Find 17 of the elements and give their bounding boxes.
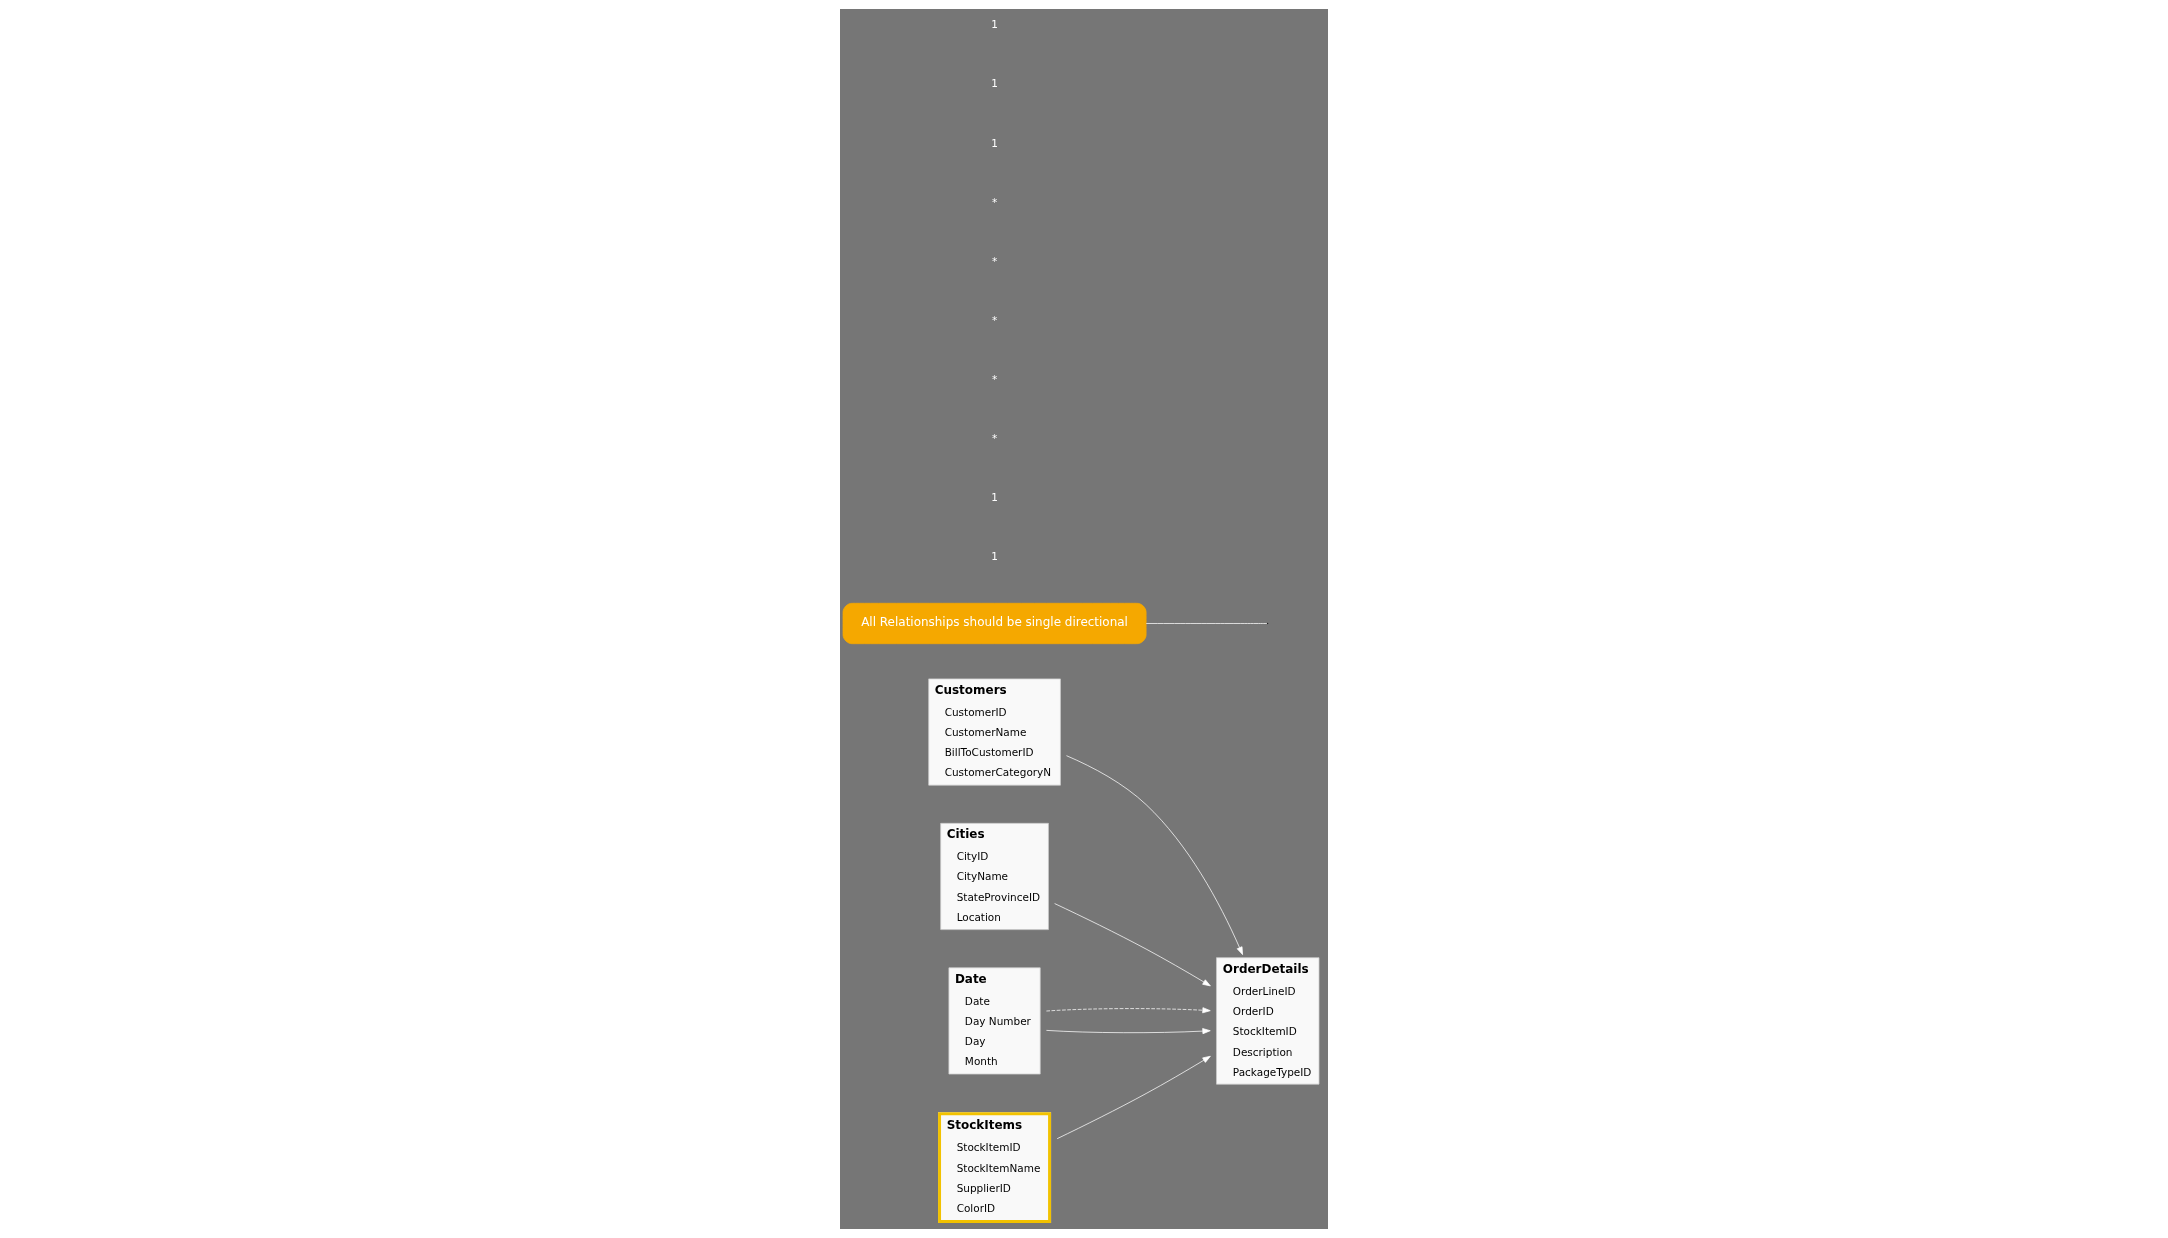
label: 1 — [991, 550, 998, 563]
label: * — [991, 313, 998, 326]
arrow — [1054, 903, 1211, 987]
label: 1 — [991, 77, 998, 90]
connector — [1145, 623, 1268, 624]
label: 1 — [991, 18, 998, 31]
label: * — [991, 432, 998, 445]
label: * — [991, 254, 998, 267]
arrow — [1046, 1007, 1211, 1014]
label: * — [991, 373, 998, 386]
arrow — [1066, 755, 1243, 955]
node-box: All Relationships should be single directional — [842, 602, 1147, 645]
label: 1 — [991, 491, 998, 504]
arrow — [1046, 1028, 1211, 1035]
arrow — [1056, 1055, 1211, 1140]
label: 1 — [991, 136, 998, 149]
label: * — [991, 195, 998, 208]
